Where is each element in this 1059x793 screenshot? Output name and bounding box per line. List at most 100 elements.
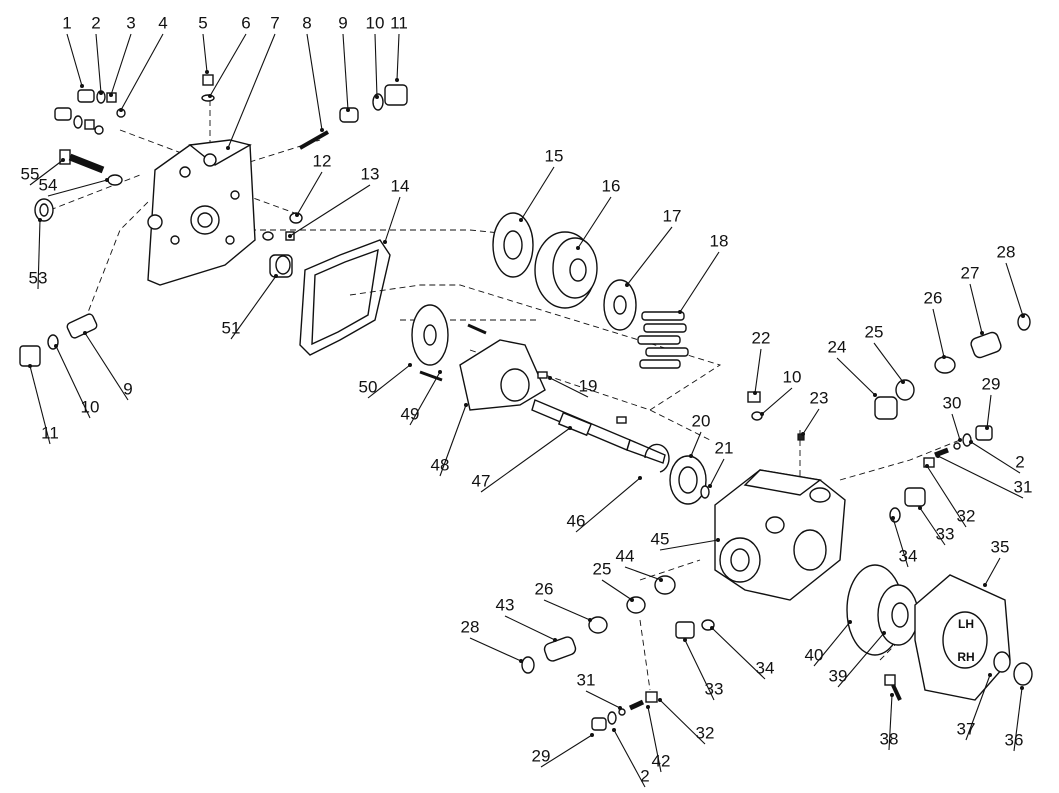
callout-number: 32 <box>696 723 715 742</box>
callout-leader-line <box>965 674 991 741</box>
callout-leader-line <box>613 729 646 788</box>
callout-leader-line <box>575 477 641 533</box>
callout-leader-line <box>711 627 766 680</box>
callout-leader-line <box>47 179 108 197</box>
callout-leader-dot <box>618 706 622 710</box>
callout-leader-dot <box>612 728 616 732</box>
callout-number: 18 <box>710 231 729 250</box>
callout-leader-line <box>296 171 323 216</box>
callout-leader-dot <box>890 693 894 697</box>
rotating-group <box>492 212 689 369</box>
callout-leader-line <box>120 33 164 111</box>
callout-number: 9 <box>123 379 132 398</box>
callout-leader-dot <box>61 158 65 162</box>
callout-leader-line <box>626 226 673 286</box>
callout-leader-dot <box>548 376 552 380</box>
callout-leader-dot <box>83 331 87 335</box>
callout-leader-dot <box>109 93 113 97</box>
callout-leader-line <box>601 579 633 601</box>
callout-leader-line <box>888 694 893 751</box>
callout-leader-dot <box>683 638 687 642</box>
callout-leader-dot <box>848 620 852 624</box>
callout-number: 25 <box>865 322 884 341</box>
callout-number: 28 <box>997 242 1016 261</box>
callout-number: 6 <box>241 13 250 32</box>
callout-leader-dot <box>925 464 929 468</box>
callout-leader-dot <box>346 108 350 112</box>
upper-left-fittings <box>54 74 408 150</box>
callout-leader-line <box>709 458 725 487</box>
callout-leader-dot <box>105 178 109 182</box>
callout-leader-dot <box>891 516 895 520</box>
callout-number: 39 <box>829 666 848 685</box>
callout-leader-dot <box>1021 314 1025 318</box>
callout-leader-line <box>969 283 983 334</box>
callout-number: 37 <box>957 719 976 738</box>
callout-leader-line <box>577 196 612 249</box>
callout-leaders <box>28 33 1025 788</box>
callout-leader-dot <box>205 70 209 74</box>
callout-number: 12 <box>313 151 332 170</box>
callout-number: 40 <box>805 645 824 664</box>
callout-leader-line <box>1013 687 1023 752</box>
callout-number: 34 <box>756 658 775 677</box>
callout-number: 33 <box>936 524 955 543</box>
callout-number: 2 <box>640 766 649 785</box>
callout-number: 36 <box>1005 730 1024 749</box>
mid-small-parts <box>262 212 303 278</box>
callout-leader-line <box>29 159 64 186</box>
callout-leader-line <box>937 455 1024 499</box>
callout-leader-dot <box>918 506 922 510</box>
gasket <box>299 239 391 356</box>
callout-number: 8 <box>302 13 311 32</box>
callout-number: 17 <box>663 206 682 225</box>
callout-leader-dot <box>375 95 379 99</box>
callout-leader-dot <box>873 393 877 397</box>
callout-leader-line <box>984 557 1001 586</box>
callout-number: 27 <box>961 263 980 282</box>
callout-leader-line <box>209 33 247 97</box>
callout-number: 28 <box>461 617 480 636</box>
callout-number: 43 <box>496 595 515 614</box>
callout-leader-line <box>836 357 876 396</box>
callout-number: 26 <box>924 288 943 307</box>
callout-leader-line <box>754 348 762 394</box>
callout-leader-line <box>37 219 41 290</box>
callout-leader-line <box>409 371 441 426</box>
callout-leader-dot <box>630 598 634 602</box>
callout-leader-line <box>802 408 820 435</box>
callout-leader-line <box>374 33 378 98</box>
callout-leader-dot <box>760 412 764 416</box>
callout-number: 55 <box>21 164 40 183</box>
callout-leader-line <box>55 345 91 419</box>
stamp-lh: LH <box>958 617 974 631</box>
stamp-rh: RH <box>957 650 974 664</box>
callout-number: 25 <box>593 559 612 578</box>
callout-leader-dot <box>942 355 946 359</box>
callout-leader-line <box>202 33 208 73</box>
callout-leader-dot <box>320 128 324 132</box>
callout-number: 16 <box>602 176 621 195</box>
callout-leader-line <box>384 196 401 243</box>
piston-bundle <box>637 311 689 369</box>
callout-leader-dot <box>395 78 399 82</box>
callout-leader-line <box>543 599 591 621</box>
callout-leader-dot <box>295 213 299 217</box>
callout-number: 2 <box>91 13 100 32</box>
callout-number: 29 <box>982 374 1001 393</box>
callout-leader-line <box>926 465 967 528</box>
callout-leader-dot <box>568 426 572 430</box>
callout-leader-dot <box>464 403 468 407</box>
callout-number: 49 <box>401 404 420 423</box>
callout-number: 38 <box>880 729 899 748</box>
callout-leader-dot <box>646 705 650 709</box>
callout-leader-dot <box>590 733 594 737</box>
callout-leader-line <box>227 33 276 149</box>
callout-leader-line <box>95 33 102 94</box>
callout-leader-dot <box>408 363 412 367</box>
callout-number: 31 <box>1014 477 1033 496</box>
callout-leader-line <box>540 734 593 768</box>
callout-number: 5 <box>198 13 207 32</box>
